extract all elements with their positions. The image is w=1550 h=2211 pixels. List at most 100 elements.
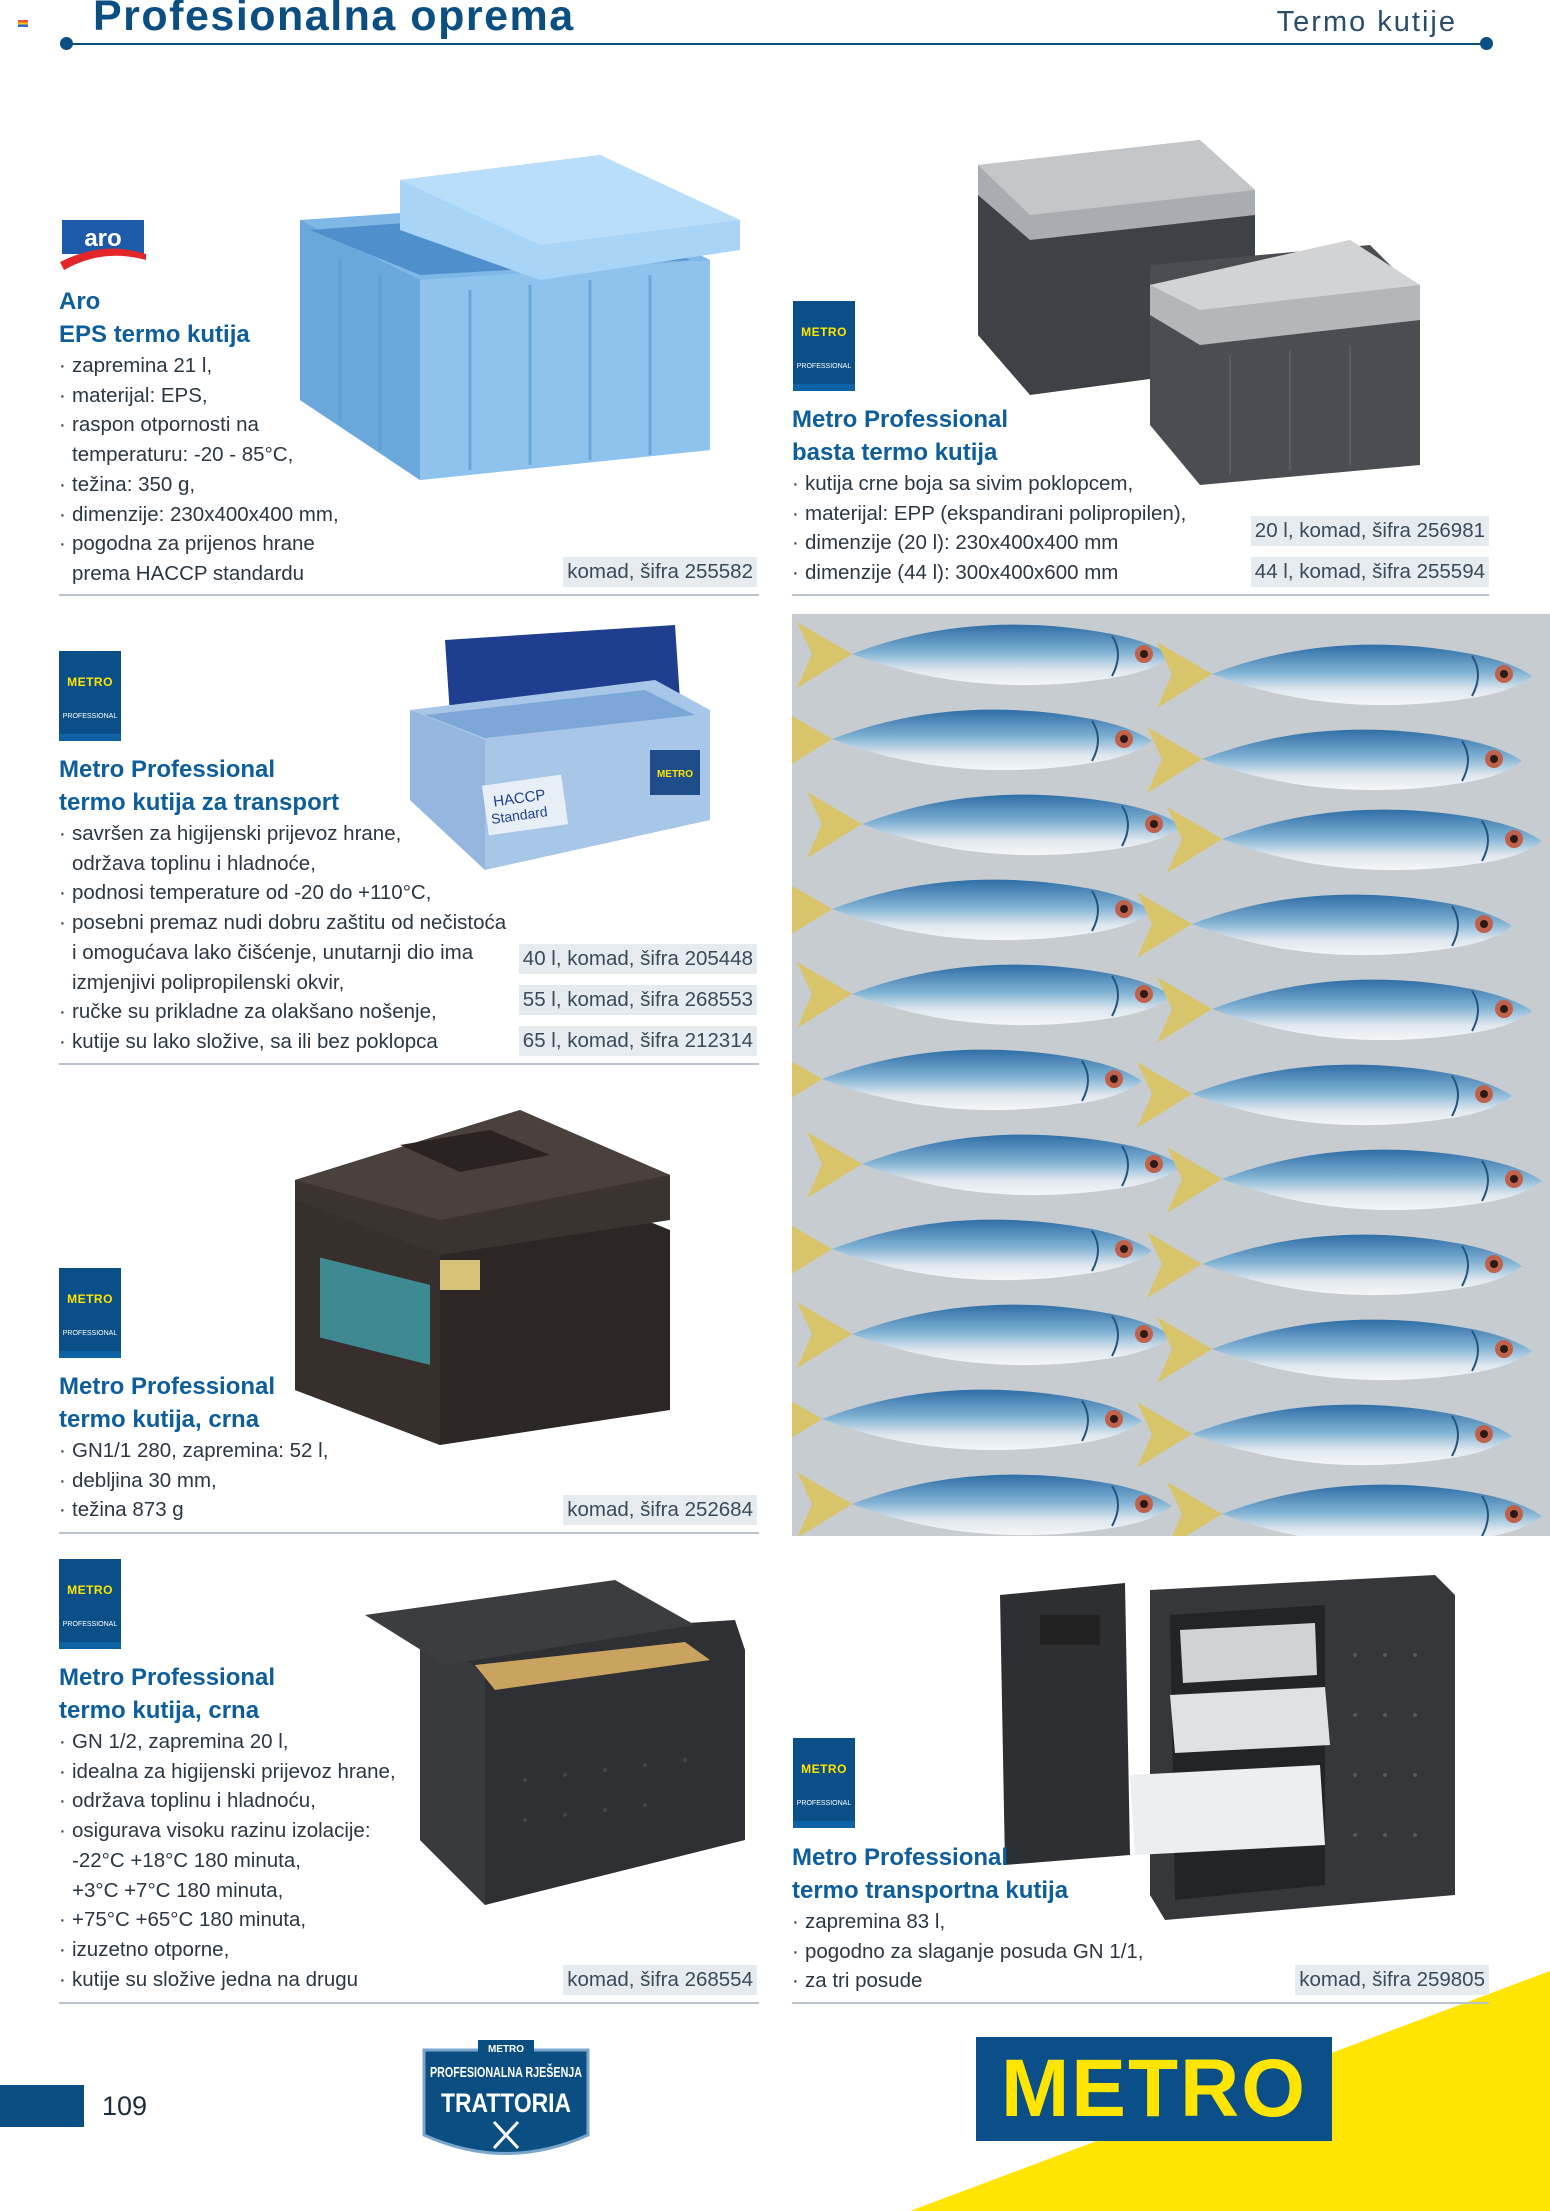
- spec-item: izmjenjivi polipropilenski okvir,: [72, 970, 345, 994]
- divider: [792, 2002, 1489, 2004]
- cutlery-icon: [492, 2120, 520, 2150]
- spec-list: zapremina 83 l, pogodno za slaganje posu…: [792, 1907, 1144, 1996]
- spec-item: kutije su lako složive, sa ili bez poklo…: [59, 1027, 506, 1057]
- product-name: termo kutija, crna: [59, 1697, 260, 1724]
- spec-item: debljina 30 mm,: [59, 1466, 328, 1496]
- divider: [59, 1063, 759, 1065]
- spec-item: raspon otpornosti na: [59, 410, 339, 440]
- metro-professional-logo: METRO PROFESSIONAL: [59, 1559, 121, 1649]
- transport-box-83-image: [1000, 1575, 1455, 1920]
- metro-professional-logo: METRO PROFESSIONAL: [793, 301, 855, 391]
- product-code: komad, šifra 259805: [1295, 1965, 1489, 1995]
- product-code: komad, šifra 252684: [563, 1495, 757, 1525]
- product-code: komad, šifra 255582: [563, 557, 757, 587]
- product-code: komad, šifra 268554: [563, 1965, 757, 1995]
- metro-professional-logo: METRO PROFESSIONAL: [59, 651, 121, 741]
- spec-item: temperaturu: -20 - 85°C,: [72, 443, 294, 467]
- fish-photo: [792, 614, 1550, 1536]
- spec-item: i omogućava lako čišćenje, unutarnji dio…: [72, 940, 474, 964]
- spec-list: kutija crne boja sa sivim poklopcem, mat…: [792, 469, 1186, 588]
- product-code: 44 l, komad, šifra 255594: [1250, 557, 1489, 587]
- spec-item: pogodna za prijenos hrane: [59, 529, 339, 559]
- metro-professional-logo: METRO PROFESSIONAL: [59, 1268, 121, 1358]
- metro-professional-logo: METRO PROFESSIONAL: [793, 1738, 855, 1828]
- spec-item: +75°C +65°C 180 minuta,: [59, 1905, 396, 1935]
- black-box-20-image: [365, 1580, 745, 1905]
- metro-logo-subtext: PROFESSIONAL: [62, 1330, 118, 1337]
- product-name: basta termo kutija: [792, 439, 998, 466]
- spec-item: kutije su složive jedna na drugu: [59, 1965, 396, 1995]
- spec-item: ručke su prikladne za olakšano nošenje,: [59, 997, 506, 1027]
- spec-item: za tri posude: [792, 1966, 1144, 1996]
- spec-item: dimenzije (20 l): 230x400x400 mm: [792, 528, 1186, 558]
- product-brand: Metro Professional: [792, 406, 1009, 433]
- metro-logo-text: METRO: [67, 675, 113, 689]
- spec-item: održava toplinu i hladnoću,: [59, 1786, 396, 1816]
- page-number-bar: [0, 2085, 84, 2127]
- spec-item: pogodno za slaganje posuda GN 1/1,: [792, 1937, 1144, 1967]
- page-title: Profesionalna oprema: [93, 0, 575, 40]
- spec-item: savršen za higijenski prijevoz hrane,: [59, 819, 506, 849]
- divider: [59, 594, 759, 596]
- trattoria-badge: METRO PROFESIONALNA RJEŠENJA TRATTORIA: [422, 2040, 590, 2155]
- product-brand: Aro: [59, 288, 101, 315]
- spec-item: posebni premaz nudi dobru zaštitu od neč…: [59, 908, 506, 938]
- aro-logo-text: aro: [84, 225, 121, 252]
- section-title: Termo kutije: [1276, 6, 1457, 38]
- spec-item: zapremina 83 l,: [792, 1907, 1144, 1937]
- trattoria-line1: PROFESIONALNA RJEŠENJA: [430, 2063, 582, 2081]
- spec-item: održava toplinu i hladnoće,: [72, 851, 316, 875]
- spec-item: GN1/1 280, zapremina: 52 l,: [59, 1436, 328, 1466]
- metro-logo-text: METRO: [67, 1583, 113, 1597]
- trattoria-line2: TRATTORIA: [441, 2088, 571, 2118]
- spec-item: zapremina 21 l,: [59, 351, 339, 381]
- product-code: 40 l, komad, šifra 205448: [518, 944, 757, 974]
- page-number: 109: [102, 2091, 148, 2121]
- metro-logo-subtext: PROFESSIONAL: [796, 1800, 852, 1807]
- product-brand: Metro Professional: [59, 756, 276, 783]
- aro-logo: aro: [60, 220, 146, 270]
- metro-logo-text: METRO: [801, 325, 847, 339]
- header-rule-dot-left: [60, 37, 73, 50]
- divider: [59, 1532, 759, 1534]
- spec-item: materijal: EPP (ekspandirani polipropile…: [792, 499, 1186, 529]
- spec-item: podnosi temperature od -20 do +110°C,: [59, 878, 506, 908]
- spec-list: zapremina 21 l, materijal: EPS, raspon o…: [59, 351, 339, 589]
- flag-mark: [18, 20, 28, 27]
- product-code: 55 l, komad, šifra 268553: [518, 985, 757, 1015]
- spec-item: GN 1/2, zapremina 20 l,: [59, 1727, 396, 1757]
- product-code: 65 l, komad, šifra 212314: [518, 1026, 757, 1056]
- divider: [59, 2002, 759, 2004]
- spec-list: GN1/1 280, zapremina: 52 l, debljina 30 …: [59, 1436, 328, 1525]
- box-metro-text: METRO: [657, 769, 693, 780]
- product-name: termo kutija, crna: [59, 1406, 260, 1433]
- spec-item: izuzetno otporne,: [59, 1935, 396, 1965]
- product-code: 20 l, komad, šifra 256981: [1250, 516, 1489, 546]
- metro-brand-logo: METRO: [976, 2037, 1332, 2141]
- spec-list: GN 1/2, zapremina 20 l, idealna za higij…: [59, 1727, 396, 1994]
- spec-item: osigurava visoku razinu izolacije:: [59, 1816, 396, 1846]
- metro-logo-text: METRO: [67, 1292, 113, 1306]
- spec-item: kutija crne boja sa sivim poklopcem,: [792, 469, 1186, 499]
- header-rule: [66, 43, 1486, 45]
- spec-item: -22°C +18°C 180 minuta,: [72, 1848, 301, 1872]
- spec-item: dimenzije: 230x400x400 mm,: [59, 500, 339, 530]
- spec-list: savršen za higijenski prijevoz hrane, od…: [59, 819, 506, 1057]
- trattoria-metro-text: METRO: [488, 2044, 524, 2055]
- divider: [792, 594, 1489, 596]
- basta-box-image: [978, 140, 1420, 485]
- product-name: termo kutija za transport: [59, 789, 340, 816]
- product-name: EPS termo kutija: [59, 321, 250, 348]
- header-rule-dot-right: [1480, 37, 1493, 50]
- spec-item: dimenzije (44 l): 300x400x600 mm: [792, 558, 1186, 588]
- spec-item: prema HACCP standardu: [72, 561, 305, 585]
- metro-logo-text: METRO: [801, 1762, 847, 1776]
- metro-logo-subtext: PROFESSIONAL: [62, 1621, 118, 1628]
- metro-logo-subtext: PROFESSIONAL: [796, 363, 852, 370]
- spec-item: težina 873 g: [59, 1495, 328, 1525]
- product-brand: Metro Professional: [59, 1373, 276, 1400]
- metro-logo-subtext: PROFESSIONAL: [62, 713, 118, 720]
- spec-item: idealna za higijenski prijevoz hrane,: [59, 1757, 396, 1787]
- product-brand: Metro Professional: [59, 1664, 276, 1691]
- spec-item: materijal: EPS,: [59, 381, 339, 411]
